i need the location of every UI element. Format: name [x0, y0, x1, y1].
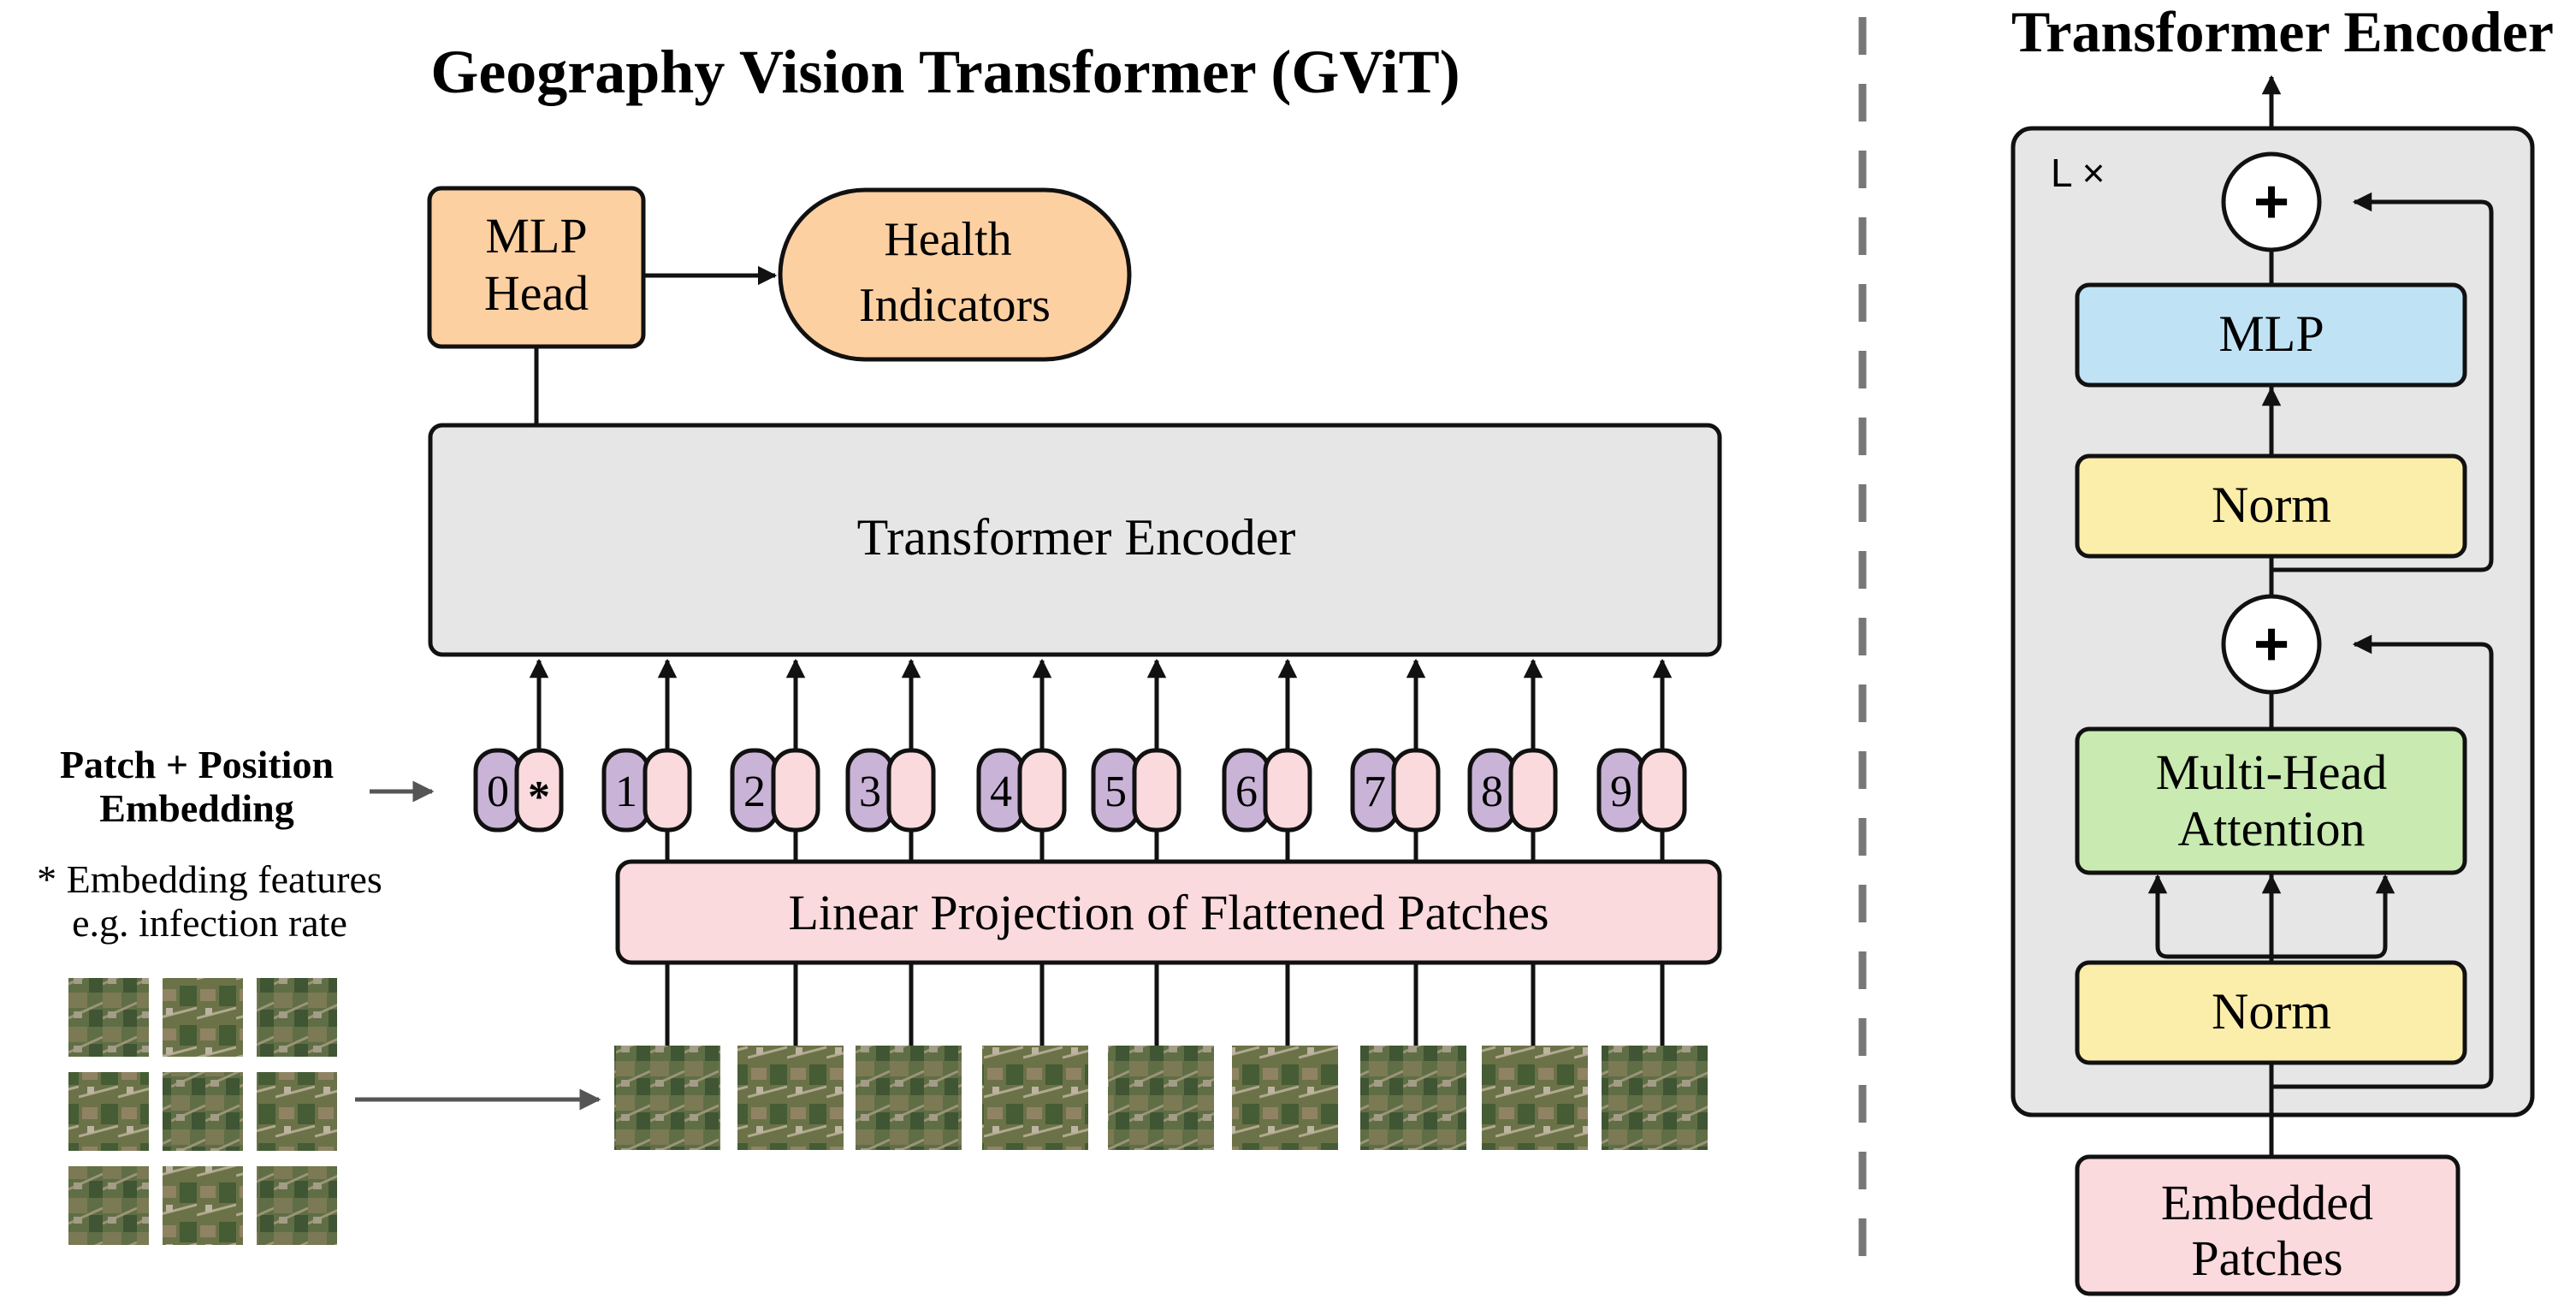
- token-3: 3: [845, 658, 936, 862]
- position-index-label: 5: [1104, 768, 1127, 816]
- footnote-line-2: e.g. infection rate: [72, 901, 347, 945]
- embedded-patches-box: Embedded Patches: [2075, 1154, 2461, 1296]
- health-label-2: Indicators: [859, 279, 1051, 332]
- source-image-grid: [68, 978, 337, 1245]
- norm-box-lower: Norm: [2075, 960, 2467, 1065]
- encoder-detail-title: Transformer Encoder: [2011, 0, 2554, 64]
- multi-head-attention-box: Multi-Head Attention: [2075, 726, 2467, 875]
- embedding-label-1: Patch + Position: [60, 743, 334, 786]
- patch-embedding-pill: [1637, 748, 1687, 833]
- position-index-label: 2: [743, 768, 766, 816]
- embedded-label-2: Patches: [2191, 1230, 2342, 1286]
- repeat-label: L ×: [2051, 151, 2105, 195]
- patch-embedding-pill: [1263, 748, 1312, 833]
- patch-embedding-pill: [886, 748, 936, 833]
- position-index-label: 3: [859, 768, 881, 816]
- position-index-label: 1: [615, 768, 637, 816]
- mlp-head-label-2: Head: [484, 265, 589, 321]
- token-1: 1: [601, 658, 692, 862]
- linear-projection-label: Linear Projection of Flattened Patches: [788, 885, 1549, 940]
- source-image-tile: [163, 1166, 243, 1245]
- flattened-patches: [614, 963, 1708, 1150]
- patch-embedding-pill: [514, 748, 564, 833]
- source-image-tile: [257, 1166, 337, 1245]
- mlp-label: MLP: [2218, 305, 2324, 362]
- norm-box-upper: Norm: [2075, 453, 2467, 559]
- token-2: 2: [730, 658, 820, 862]
- add-node-upper: +: [2221, 151, 2322, 252]
- patch-embedding-pill: [643, 748, 692, 833]
- position-index-label: 6: [1235, 768, 1258, 816]
- patch-embedding-pill: [1391, 748, 1441, 833]
- patch-embedding-pill: [1017, 748, 1067, 833]
- mlp-box: MLP: [2075, 282, 2467, 388]
- flattened-patch-image: [1232, 1046, 1338, 1150]
- health-label-1: Health: [884, 213, 1011, 266]
- norm-label-upper: Norm: [2212, 477, 2331, 533]
- token-4: 4: [976, 658, 1067, 862]
- transformer-encoder-box: Transformer Encoder: [428, 423, 1722, 657]
- source-image-tile: [163, 978, 243, 1057]
- position-index-label: 4: [990, 768, 1012, 816]
- position-index-label: 0: [487, 768, 509, 816]
- attention-label-2: Attention: [2177, 801, 2365, 856]
- token-0: 0*: [473, 658, 564, 833]
- feature-token-mark: *: [528, 773, 550, 821]
- token-9: 9: [1596, 658, 1687, 862]
- embedded-label-1: Embedded: [2161, 1175, 2373, 1230]
- linear-projection-box: Linear Projection of Flattened Patches: [615, 859, 1722, 965]
- transformer-encoder-label: Transformer Encoder: [857, 509, 1296, 566]
- attention-label-1: Multi-Head: [2156, 744, 2388, 800]
- patch-embedding-pill: [771, 748, 820, 833]
- source-image-tile: [68, 1072, 149, 1151]
- embedding-label-2: Embedding: [99, 786, 294, 830]
- token-5: 5: [1091, 658, 1181, 862]
- source-image-tile: [257, 1072, 337, 1151]
- svg-text:+: +: [2253, 610, 2289, 679]
- patch-embedding-pill: [1132, 748, 1181, 833]
- token-7: 7: [1350, 658, 1441, 862]
- residual-path-lower: [2271, 634, 2494, 1089]
- source-image-tile: [163, 1072, 243, 1151]
- residual-path-upper: [2271, 192, 2494, 572]
- flattened-patch-image: [1482, 1046, 1588, 1150]
- patch-embedding-pill: [1508, 748, 1558, 833]
- svg-text:+: +: [2253, 168, 2289, 236]
- flattened-patch-image: [1602, 1046, 1708, 1150]
- position-index-label: 8: [1481, 768, 1503, 816]
- add-node-lower: +: [2221, 594, 2322, 695]
- flattened-patch-image: [1108, 1046, 1214, 1150]
- flattened-patch-image: [856, 1046, 962, 1150]
- source-image-tile: [257, 978, 337, 1057]
- token-8: 8: [1467, 658, 1558, 862]
- position-index-label: 9: [1610, 768, 1632, 816]
- source-image-tile: [68, 1166, 149, 1245]
- source-image-tile: [68, 978, 149, 1057]
- flattened-patch-image: [1360, 1046, 1466, 1150]
- gvit-title: Geography Vision Transformer (GViT): [430, 38, 1460, 106]
- flattened-patch-image: [614, 1046, 720, 1150]
- position-index-label: 7: [1364, 768, 1386, 816]
- norm-label-lower: Norm: [2212, 983, 2331, 1040]
- token-6: 6: [1222, 658, 1312, 862]
- health-indicators-box: Health Indicators: [778, 187, 1132, 362]
- flattened-patch-image: [982, 1046, 1088, 1150]
- footnote-line-1: * Embedding features: [37, 857, 382, 901]
- mlp-head-box: MLP Head: [427, 186, 646, 349]
- flattened-patch-image: [737, 1046, 844, 1150]
- mlp-head-label-1: MLP: [485, 208, 587, 264]
